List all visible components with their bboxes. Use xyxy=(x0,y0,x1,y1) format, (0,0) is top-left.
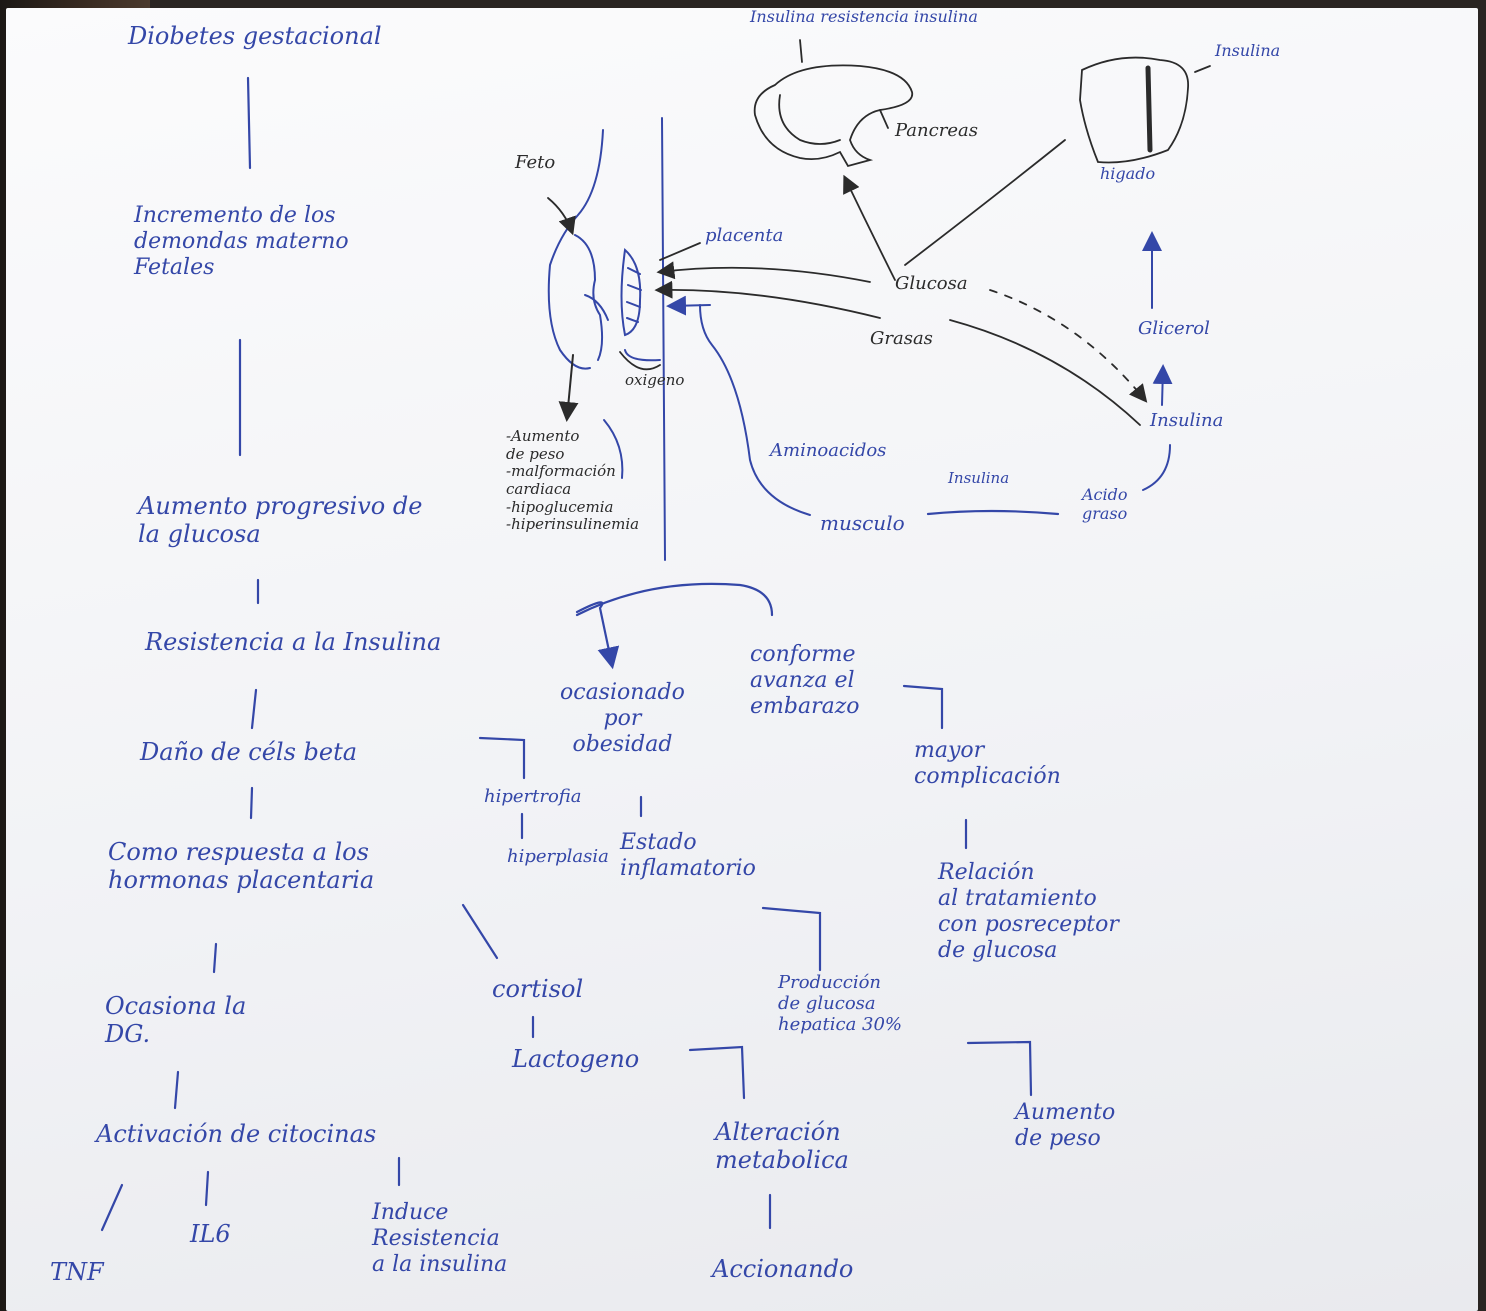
liver-outline xyxy=(1079,56,1189,164)
liver-ligament xyxy=(1145,65,1153,153)
pancreas-outline xyxy=(753,64,914,168)
label-glucosa: Glucosa xyxy=(895,273,968,294)
fetus-limb xyxy=(584,294,609,321)
arrow-resistencia-ocasionado xyxy=(575,601,620,670)
label-insulina-resistencia: Insulina resistencia insulina xyxy=(750,7,978,26)
arrow-feto-effects xyxy=(558,354,579,422)
line-dano-hipertrofia xyxy=(478,736,526,780)
node-dano-celulas-beta: Daño de céls beta xyxy=(140,738,358,766)
mother-outline-right xyxy=(661,117,666,561)
line-lactogeno-alteracion xyxy=(688,1045,746,1100)
line-diabetes-incremento xyxy=(246,76,252,170)
line-resistencia-dano xyxy=(250,688,258,730)
notebook-page xyxy=(6,8,1478,1311)
label-placenta: placenta xyxy=(705,225,784,246)
node-estado-inflamatorio: Estado inflamatorio xyxy=(620,830,756,881)
line-resistencia-conforme xyxy=(575,582,774,617)
line-musculo-acido xyxy=(926,509,1060,516)
line-placenta-label xyxy=(659,242,701,261)
node-mayor-complicacion: mayor complicación xyxy=(914,738,1061,789)
arrow-glucosa-placenta xyxy=(656,261,871,283)
node-hipertrofia: hipertrofia xyxy=(484,786,582,807)
arrow-aminoacidos-placenta xyxy=(666,295,711,316)
dashed-glucosa-insulina xyxy=(989,289,1148,403)
line-respuesta-cortisol xyxy=(461,903,499,960)
pancreas-tick xyxy=(879,109,889,129)
line-produccion-aumento-peso xyxy=(966,1040,1033,1097)
line-respuesta-ocasiona xyxy=(212,942,218,974)
label-insulina-low: Insulina xyxy=(948,469,1010,487)
label-higado: higado xyxy=(1100,164,1156,183)
liver-insulina-tick xyxy=(1194,65,1211,73)
line-ocasiona-activacion xyxy=(173,1070,180,1110)
node-relacion-tratamiento: Relación al tratamiento con posreceptor … xyxy=(938,860,1119,963)
line-insulina-acido xyxy=(1142,444,1171,491)
label-musculo: musculo xyxy=(820,511,905,535)
organs-sketch xyxy=(547,39,1211,426)
node-accionando: Accionando xyxy=(712,1255,854,1283)
node-resistencia-insulina: Resistencia a la Insulina xyxy=(145,628,442,656)
arrow-insulina-glicerol xyxy=(1152,364,1173,406)
main-flow-lines xyxy=(100,76,1060,1232)
line-estado-produccion xyxy=(761,906,822,972)
node-respuesta-hormonas: Como respuesta a los hormonas placentari… xyxy=(108,838,375,895)
node-lactogeno: Lactogeno xyxy=(512,1045,640,1073)
node-ocasiona-dg: Ocasiona la DG. xyxy=(105,992,247,1049)
label-glicerol: Glicerol xyxy=(1138,318,1210,339)
node-incremento-demandas: Incremento de los demondas materno Fetal… xyxy=(134,203,349,280)
mother-lower-outline xyxy=(603,419,624,479)
oxigeno-curve xyxy=(619,351,661,371)
label-feto-effects: -Aumento de peso -malformación cardiaca … xyxy=(506,427,640,534)
node-conforme-embarazo: conforme avanza el embarazo xyxy=(750,642,860,719)
pancreas-label-line xyxy=(799,39,803,63)
label-insulina-higado: Insulina xyxy=(1215,41,1281,60)
arrow-feto-label xyxy=(547,197,576,236)
label-acido-graso: Acido graso xyxy=(1082,485,1128,523)
node-produccion-glucosa: Producción de glucosa hepatica 30% xyxy=(778,972,903,1036)
label-oxigeno: oxigeno xyxy=(625,371,685,389)
line-grasas-insulina xyxy=(949,319,1141,426)
line-glucosa-higado xyxy=(904,139,1066,266)
arrow-glucosa-pancreas xyxy=(843,174,896,281)
node-aumento-glucosa: Aumento progresivo de la glucosa xyxy=(138,492,423,549)
muscle-path xyxy=(699,304,811,516)
placenta-cord xyxy=(624,349,661,362)
node-aumento-peso: Aumento de peso xyxy=(1015,1100,1116,1151)
placenta-hatching xyxy=(626,267,642,323)
node-induce-resistencia: Induce Resistencia a la insulina xyxy=(372,1200,508,1277)
label-pancreas: Pancreas xyxy=(895,120,978,141)
node-activacion-citocinas: Activación de citocinas xyxy=(96,1120,377,1148)
node-tnf: TNF xyxy=(50,1258,104,1286)
node-alteracion-metabolica: Alteración metabolica xyxy=(715,1118,849,1175)
mother-outline-left xyxy=(547,129,604,370)
node-diabetes-gestacional: Diobetes gestacional xyxy=(128,22,382,50)
arrow-grasas-placenta xyxy=(654,280,881,319)
line-conforme-mayor xyxy=(902,684,944,730)
line-dano-respuesta xyxy=(249,786,254,820)
label-aminoacidos: Aminoacidos xyxy=(770,440,887,461)
label-feto: Feto xyxy=(515,152,556,173)
line-activacion-il6 xyxy=(204,1170,210,1207)
label-insulina-mid: Insulina xyxy=(1150,410,1224,431)
node-ocasionado-obesidad: ocasionado por obesidad xyxy=(560,680,685,757)
line-activacion-tnf xyxy=(100,1183,124,1232)
node-cortisol: cortisol xyxy=(492,975,584,1003)
label-grasas: Grasas xyxy=(870,328,933,349)
pancreas-inner xyxy=(778,94,841,145)
node-il6: IL6 xyxy=(190,1220,231,1248)
fetus-body-sketch xyxy=(547,117,1173,561)
node-hiperplasia: hiperplasia xyxy=(507,846,609,867)
